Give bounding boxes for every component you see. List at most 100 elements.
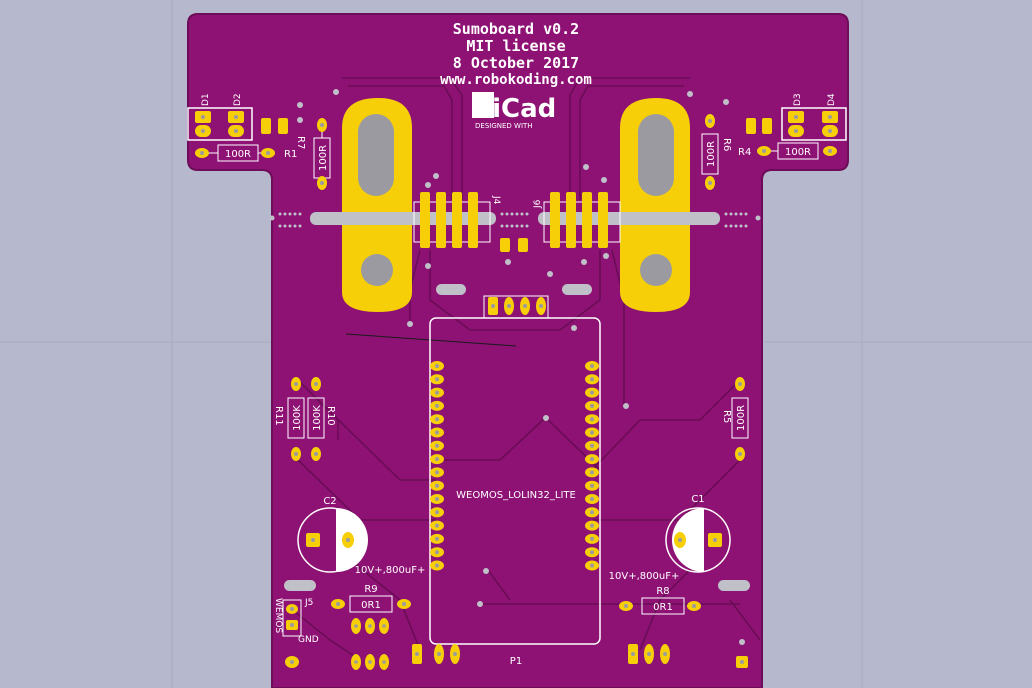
board-license: MIT license bbox=[466, 37, 565, 55]
module-pin-drill bbox=[435, 403, 439, 408]
module-pin-drill bbox=[435, 390, 439, 395]
module-pin-drill bbox=[435, 536, 439, 541]
via bbox=[505, 259, 511, 265]
label-r6: R6 bbox=[721, 138, 732, 151]
kicad-logo-subtext: DESIGNED WITH bbox=[475, 122, 533, 130]
label-gnd: GND bbox=[298, 635, 319, 645]
module-label: WEOMOS_LOLIN32_LITE bbox=[456, 490, 576, 501]
label-r11: R11 bbox=[273, 406, 284, 426]
led-d3-pads bbox=[788, 111, 804, 137]
smd-pad bbox=[518, 238, 528, 252]
label-wemos: WEMOS bbox=[273, 598, 283, 633]
smd-pads-left bbox=[261, 118, 288, 134]
kicad-logo-text: KiCad bbox=[472, 94, 556, 124]
module-pin-drill bbox=[590, 417, 594, 422]
header-4pin bbox=[483, 295, 549, 319]
module-pin-drill bbox=[590, 443, 594, 448]
via bbox=[483, 568, 489, 574]
board-date: 8 October 2017 bbox=[453, 54, 579, 72]
drawing-line bbox=[345, 333, 517, 347]
module-pin-drill bbox=[435, 510, 439, 515]
via bbox=[571, 325, 577, 331]
mounting-drill bbox=[740, 660, 744, 664]
via bbox=[581, 259, 587, 265]
mechanical-slot-right bbox=[538, 212, 720, 225]
resistor-r9: 0R1 bbox=[331, 595, 411, 613]
via bbox=[723, 99, 729, 105]
board-website: www.robokoding.com bbox=[440, 72, 592, 88]
value-c1: 10V+,800uF+ bbox=[609, 571, 680, 582]
header-p1-right bbox=[628, 644, 670, 664]
value-r1: 100R bbox=[225, 149, 251, 160]
value-c2: 10V+,800uF+ bbox=[355, 565, 426, 576]
via bbox=[687, 91, 693, 97]
module-pin-drill bbox=[590, 377, 594, 382]
resistor-r6: 100R bbox=[701, 114, 719, 190]
board-title: Sumoboard v0.2 bbox=[453, 20, 579, 38]
label-d4: D4 bbox=[827, 93, 837, 106]
mechanical-slot-left bbox=[310, 212, 496, 225]
label-r4: R4 bbox=[738, 147, 751, 158]
module-pin-drill bbox=[590, 497, 594, 501]
via bbox=[547, 271, 553, 277]
module-pin-drill bbox=[435, 457, 439, 462]
label-r7: R7 bbox=[295, 136, 306, 149]
header-p1-left bbox=[412, 644, 460, 664]
value-r9: 0R1 bbox=[361, 600, 381, 611]
module-pin-drill bbox=[590, 457, 594, 462]
via bbox=[297, 117, 303, 123]
motor-terminal-right bbox=[620, 98, 690, 312]
via bbox=[333, 89, 339, 95]
module-pin-drill bbox=[590, 364, 594, 368]
perforation-vias bbox=[278, 212, 748, 228]
label-c1: C1 bbox=[691, 494, 704, 505]
mechanical-slot-small bbox=[284, 580, 316, 591]
mechanical-slot-small bbox=[562, 284, 592, 295]
capacitor-c1 bbox=[665, 507, 731, 573]
value-r10: 100K bbox=[312, 405, 323, 431]
label-r9: R9 bbox=[364, 584, 377, 595]
smd-pad bbox=[500, 238, 510, 252]
label-c2: C2 bbox=[323, 496, 336, 507]
module-pin-drill bbox=[435, 377, 439, 382]
mounting-drill bbox=[290, 660, 294, 664]
via bbox=[739, 639, 745, 645]
value-r8: 0R1 bbox=[653, 602, 673, 613]
via bbox=[425, 263, 431, 269]
via bbox=[603, 253, 609, 259]
mechanical-slot-small bbox=[436, 284, 466, 295]
via bbox=[269, 215, 275, 221]
smd-pads-right bbox=[746, 118, 772, 134]
module-pin-drill bbox=[435, 550, 439, 555]
value-r4: 100R bbox=[785, 147, 811, 158]
copper-traces bbox=[289, 77, 761, 661]
led-d4-pads bbox=[822, 111, 838, 137]
module-pin-drill bbox=[435, 443, 439, 448]
transistor-left-bottom bbox=[351, 654, 389, 670]
value-r5: 100R bbox=[736, 405, 747, 431]
connector-j5 bbox=[282, 599, 302, 637]
value-r11: 100K bbox=[292, 405, 303, 431]
value-r6: 100R bbox=[706, 141, 717, 167]
capacitor-c2 bbox=[297, 507, 368, 573]
label-p1: P1 bbox=[510, 656, 522, 667]
module-pins-left bbox=[430, 361, 444, 571]
via bbox=[477, 601, 483, 607]
led-d1-d2-outline bbox=[187, 107, 253, 141]
label-d2: D2 bbox=[233, 93, 243, 106]
module-pin-drill bbox=[435, 430, 439, 435]
module-pin-drill bbox=[590, 536, 594, 541]
kicad-logo: KiCad DESIGNED WITH bbox=[472, 92, 556, 130]
via bbox=[407, 321, 413, 327]
mechanical-slot-small bbox=[718, 580, 750, 591]
via bbox=[297, 102, 303, 108]
resistor-r5: 100R bbox=[731, 377, 749, 461]
module-pin-drill bbox=[590, 483, 594, 488]
via bbox=[425, 182, 431, 188]
resistor-r11: 100K bbox=[287, 377, 305, 461]
module-pin-drill bbox=[435, 497, 439, 501]
via bbox=[623, 403, 629, 409]
module-pin-drill bbox=[590, 470, 594, 475]
connector-j4 bbox=[413, 192, 491, 248]
